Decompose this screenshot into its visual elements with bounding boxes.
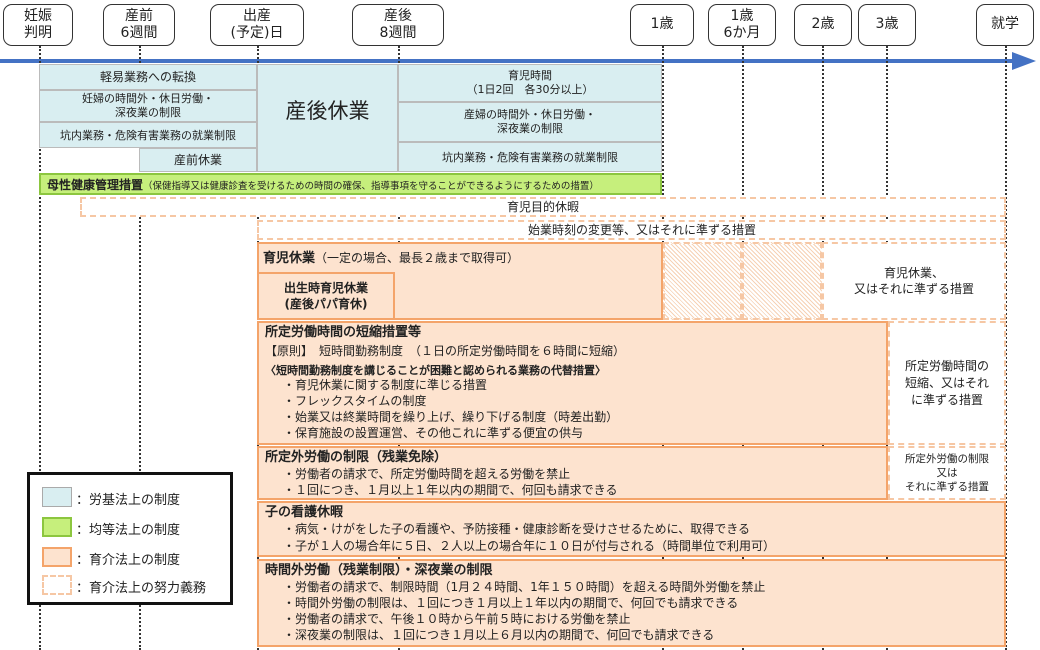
overtime-night-title: 時間外労働（残業制限）・深夜業の制限 — [265, 563, 493, 578]
block-childcare-extension-1y6m — [663, 242, 742, 320]
block-reduced-hours-alt: 所定労働時間の短縮、又はそれに準ずる措置 — [888, 321, 1006, 445]
reduced-hours-principle: 【原則】 短時間勤務制度 （１日の所定労働時間を６時間に短縮） — [265, 344, 626, 358]
legend-label-ikukai: ：育介法上の制度 — [76, 553, 181, 568]
block-maternal-health: 母性健康管理措置（保健指導又は健康診査を受けるための時間の確保、指導事項を守るこ… — [39, 173, 662, 195]
block-postnatal-leave: 産後休業 — [257, 64, 398, 172]
overtime-exemption-item: ・労働者の請求で、所定労働時間を超える労働を禁止 — [283, 467, 571, 481]
overtime-night-item: ・時間外労働の制限は、１回につき１月以上１年以内の期間で、何回でも請求できる — [283, 596, 739, 610]
marker-school: 就学 — [976, 4, 1034, 46]
marker-3y: 3歳 — [858, 4, 916, 46]
legend: ：労基法上の制度 ：均等法上の制度 ：育介法上の制度 ：育介法上の努力義務 — [27, 472, 233, 605]
block-childcare-purpose-leave: 育児目的休暇 — [80, 197, 1006, 217]
block-overtime-exemption — [257, 446, 888, 500]
block-childcare-leave-alt: 育児休業、又はそれに準ずる措置 — [822, 242, 1006, 320]
block-start-time-change: 始業時刻の変更等、又はそれに準ずる措置 — [257, 220, 1006, 240]
overtime-night-item: ・労働者の請求で、制限時間（1月２４時間、1年１５０時間）を超える時間外労働を禁… — [283, 580, 766, 594]
sick-child-leave-item: ・病気・けがをした子の看護や、予防接種・健康診断を受けさせるために、取得できる — [283, 522, 751, 536]
marker-1y: 1歳 — [630, 4, 694, 46]
block-pregnant-overtime: 妊婦の時間外・休日労働・深夜業の制限 — [39, 90, 257, 122]
legend-label-equal: ：均等法上の制度 — [76, 523, 181, 538]
legend-label-labor: ：労基法上の制度 — [76, 493, 181, 508]
marker-birth: 出産(予定)日 — [210, 4, 304, 46]
marker-pregnancy: 妊娠判明 — [3, 4, 73, 46]
overtime-exemption-title: 所定外労働の制限（残業免除） — [265, 450, 448, 465]
overtime-night-item: ・深夜業の制限は、１回につき１月以上６月以内の期間で、何回でも請求できる — [283, 628, 715, 642]
reduced-hours-title: 所定労働時間の短縮措置等 — [265, 325, 422, 340]
block-underground-pre: 坑内業務・危険有害業務の就業制限 — [39, 122, 257, 148]
gridline-pre6w — [139, 46, 141, 650]
childcare-leave-text: 育児休業（一定の場合、最長２歳まで取得可） — [263, 251, 520, 266]
legend-swatch-labor — [42, 487, 72, 507]
block-childcare-extension-2y — [742, 242, 822, 320]
block-nursing-time: 育児時間（1日2回 各30分以上） — [398, 64, 662, 102]
sick-child-leave-title: 子の看護休暇 — [265, 505, 344, 520]
legend-swatch-effort — [42, 575, 72, 595]
block-sick-child-leave — [257, 501, 1006, 557]
gridline-school — [1005, 46, 1007, 650]
block-papa-leave: 出生時育児休業(産後パパ育休) — [257, 272, 395, 320]
reduced-hours-alt: 〈短時間勤務制度を講じることが困難と認められる業務の代替措置〉 — [265, 364, 606, 377]
overtime-exemption-item: ・１回につき、１月以上１年以内の期間で、何回も請求できる — [283, 483, 618, 497]
legend-swatch-ikukai — [42, 547, 72, 567]
block-light-work: 軽易業務への転換 — [39, 64, 257, 90]
legend-swatch-equal — [42, 517, 72, 537]
reduced-hours-item: ・フレックスタイムの制度 — [283, 394, 427, 408]
timeline-arrow — [0, 52, 1036, 70]
reduced-hours-item: ・保育施設の設置運営、その他これに準ずる便宜の供与 — [283, 426, 584, 440]
sick-child-leave-item: ・子が１人の場合年に５日、２人以上の場合年に１０日が付与される（時間単位で利用可… — [283, 539, 776, 553]
legend-label-effort: ：育介法上の努力義務 — [76, 581, 207, 596]
block-postpartum-overtime: 産婦の時間外・休日労働・深夜業の制限 — [398, 102, 662, 142]
marker-2y: 2歳 — [794, 4, 852, 46]
block-overtime-exemption-alt: 所定外労働の制限又はそれに準ずる措置 — [888, 446, 1006, 500]
block-reduced-hours — [257, 321, 888, 445]
gridline-pregnancy — [39, 46, 41, 650]
overtime-night-item: ・労働者の請求で、午後１０時から午前５時における労働を禁止 — [283, 612, 631, 626]
block-underground-post: 坑内業務・危険有害業務の就業制限 — [398, 142, 662, 172]
reduced-hours-item: ・始業又は終業時間を繰り上げ、繰り下げる制度（時差出勤） — [283, 410, 619, 424]
block-overtime-night-limit — [257, 559, 1006, 647]
reduced-hours-item: ・育児休業に関する制度に準じる措置 — [283, 378, 488, 392]
block-prenatal-leave: 産前休業 — [139, 148, 257, 172]
